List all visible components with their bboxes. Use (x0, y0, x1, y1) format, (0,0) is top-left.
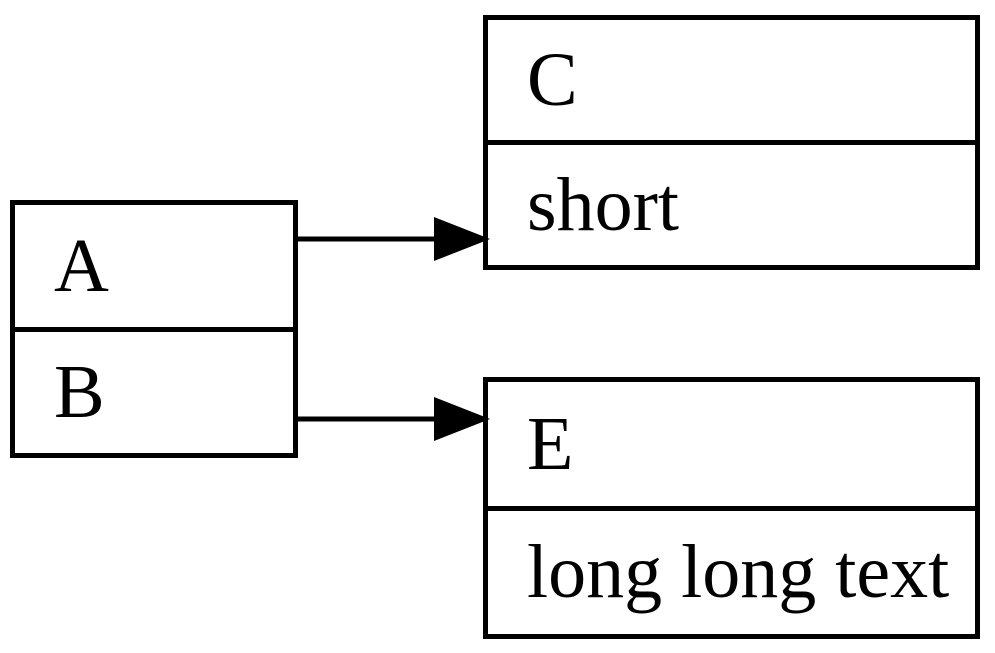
cell-b: B (15, 326, 293, 454)
node-e-record: E long long text (483, 377, 980, 639)
edge-a-to-short (295, 217, 490, 261)
cell-c-label: C (527, 38, 578, 122)
cell-long-text: long long text (488, 505, 975, 635)
cell-e: E (488, 382, 975, 506)
edge-b-to-e (295, 397, 490, 441)
cell-short-label: short (527, 163, 679, 247)
cell-e-label: E (527, 401, 574, 486)
arrowhead-icon (434, 217, 490, 261)
cell-a-label: A (54, 223, 109, 308)
cell-a: A (15, 205, 293, 327)
node-c-record: C short (483, 15, 980, 270)
arrowhead-icon (434, 397, 490, 441)
cell-b-label: B (54, 350, 105, 435)
cell-long-text-label: long long text (527, 530, 950, 615)
cell-short: short (488, 140, 975, 265)
cell-c: C (488, 20, 975, 140)
node-left-record: A B (10, 200, 298, 458)
